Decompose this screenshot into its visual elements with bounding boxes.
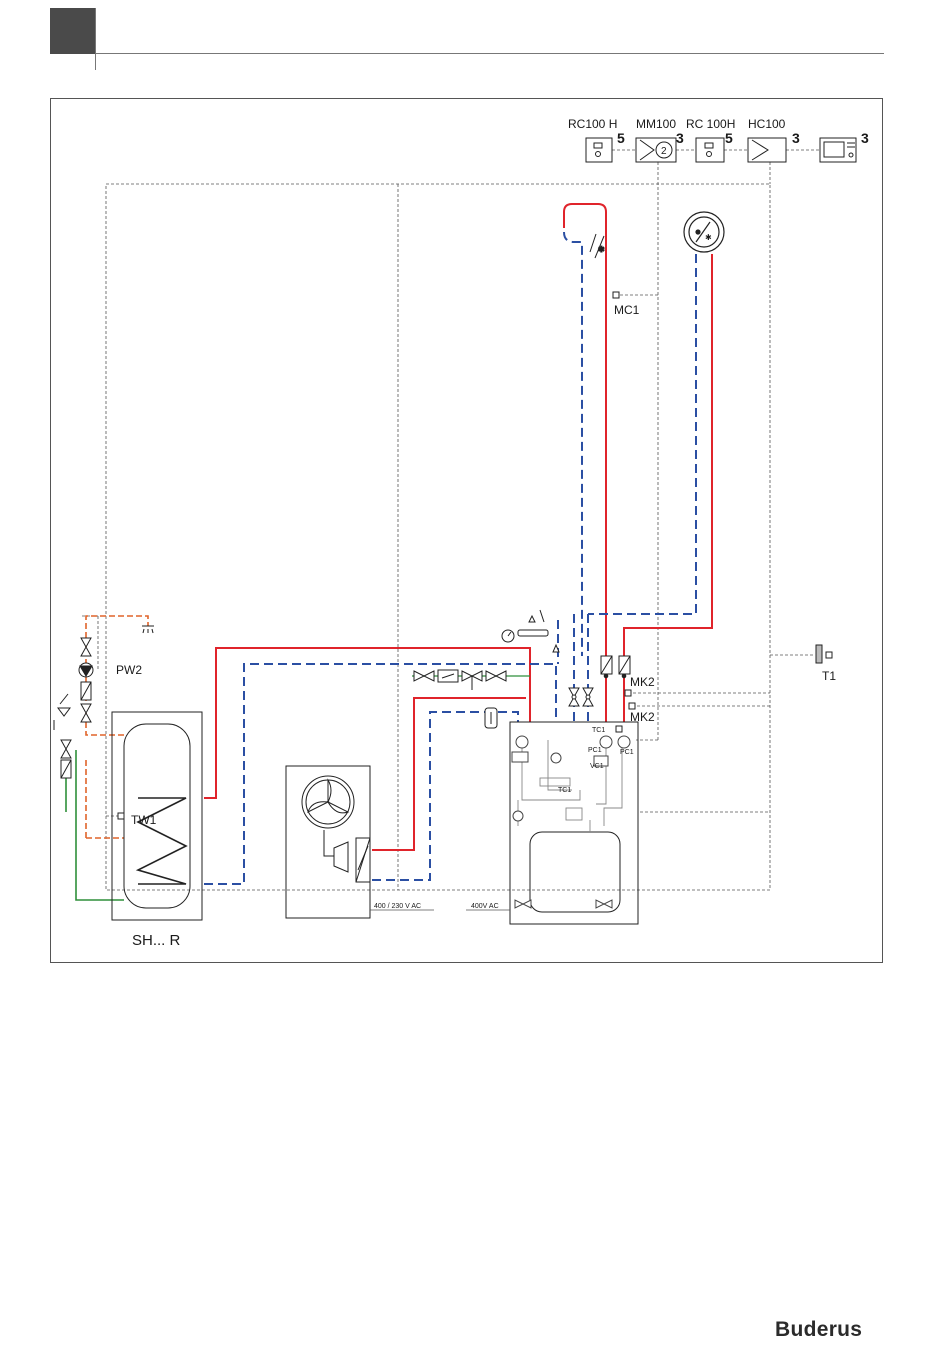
mm100-count: 3 <box>676 130 684 146</box>
t1-label: T1 <box>822 669 836 683</box>
control-wiring <box>82 150 820 890</box>
outdoor-unit <box>286 766 370 918</box>
hc100-label: HC100 <box>748 117 786 131</box>
svg-text:✱: ✱ <box>598 245 605 254</box>
shower-head <box>142 626 154 633</box>
pc1-left-label: PC1 <box>588 747 602 754</box>
safety-group <box>502 610 559 652</box>
tc1-sensor <box>616 726 622 732</box>
dhw-pipes <box>86 616 148 838</box>
tank-label: SH... R <box>132 932 181 949</box>
hc100-count: 3 <box>792 130 800 146</box>
room-thermostat-a: ✱ <box>590 234 605 258</box>
mc1-sensor <box>613 292 619 298</box>
shutoff-valves <box>569 688 593 706</box>
tc1-inner-label: TC1 <box>558 787 571 794</box>
fc-flow-a <box>564 204 606 656</box>
cold-water-line <box>76 750 124 900</box>
dhw-tank <box>112 712 202 920</box>
outdoor-return <box>372 712 518 880</box>
mk2-label-a: MK2 <box>630 675 655 689</box>
mk2-sensor-a <box>625 690 631 696</box>
room-thermostat-b: ✱ <box>684 212 724 252</box>
module-rc100h-b <box>696 138 724 162</box>
rc100h-b-count: 5 <box>725 130 733 146</box>
mk2-mixers <box>601 656 630 678</box>
mc1-label: MC1 <box>614 303 640 317</box>
controller-count: 3 <box>861 130 869 146</box>
dhw-coil-flow <box>204 648 530 798</box>
vc1-label: VC1 <box>590 763 604 770</box>
rc100h-label: RC100 H <box>568 117 617 131</box>
outdoor-power-label: 400 / 230 V AC <box>374 903 421 910</box>
mk2-sensor-b <box>629 703 635 709</box>
indoor-internals <box>518 738 622 832</box>
cold-water <box>66 750 124 900</box>
mm100-label: MM100 <box>636 117 676 131</box>
module-mm100 <box>636 138 676 162</box>
module-hc100 <box>748 138 786 162</box>
outdoor-flow <box>372 698 526 850</box>
outdoor-sensor-t1 <box>816 645 832 663</box>
tw1-label: TW1 <box>131 813 157 827</box>
flow-pipes <box>204 204 712 850</box>
brand-logo: Buderus <box>775 1318 862 1342</box>
indoor-power-label: 400V AC <box>471 903 499 910</box>
fill-assembly <box>414 670 506 690</box>
indoor-unit <box>510 722 638 924</box>
pc1-right-label: PC1 <box>620 749 634 756</box>
tw1-sensor <box>118 813 124 819</box>
svg-text:✱: ✱ <box>705 233 712 242</box>
tc1-top-label: TC1 <box>592 727 605 734</box>
air-vent <box>485 708 497 728</box>
cold-water-valves <box>54 694 71 778</box>
mm100-circuit: 2 <box>661 146 667 157</box>
control-bus-outer <box>106 184 770 890</box>
fc-return-a <box>564 232 582 656</box>
rc100h-count: 5 <box>617 130 625 146</box>
pw2-label: PW2 <box>116 663 142 677</box>
module-rc100h <box>586 138 612 162</box>
module-controller <box>820 138 856 162</box>
fc-return-b <box>588 254 696 614</box>
rc100h-b-label: RC 100H <box>686 117 735 131</box>
